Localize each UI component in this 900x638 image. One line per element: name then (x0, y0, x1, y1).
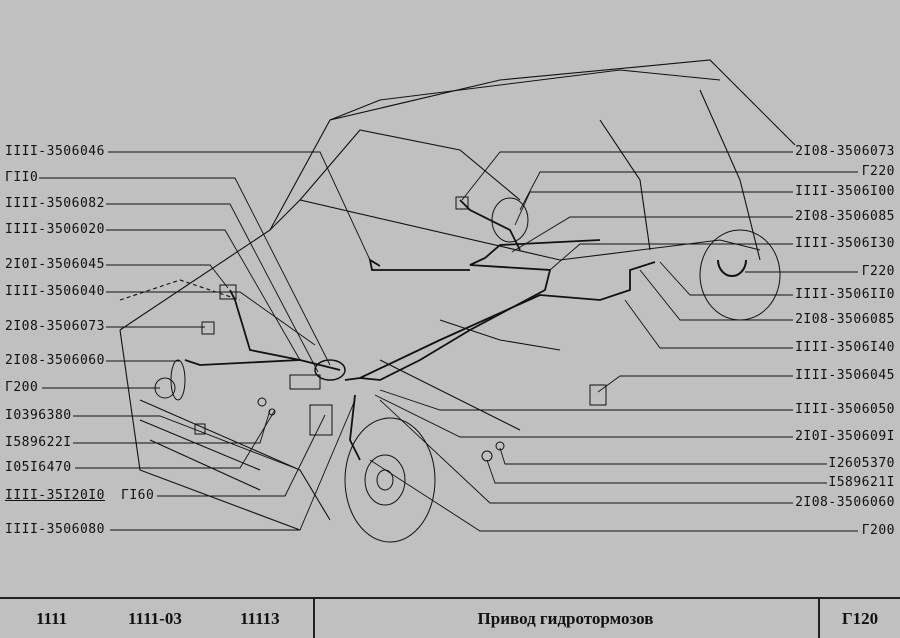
model-code: 1111-03 (128, 609, 182, 628)
model-code: 1111 (36, 609, 68, 628)
page-number: Г120 (841, 609, 879, 628)
part-label: IIII-3506I30 (794, 236, 896, 251)
part-label: Г220 (860, 264, 896, 279)
part-label: 2I08-3506073 (794, 144, 896, 159)
part-label: IIII-3506I40 (794, 340, 896, 355)
part-label: IIII-3506040 (4, 284, 106, 299)
brake-system-diagram (38, 59, 858, 543)
brake-pipes (184, 199, 656, 461)
part-label: IIII-3506020 (4, 222, 106, 237)
part-label: 2I08-3506060 (4, 353, 106, 368)
part-label: Г220 (860, 164, 896, 179)
part-label: IIII-3506II0 (794, 287, 896, 302)
model-code: 11113 (240, 609, 280, 628)
part-label: 2I08-3506085 (794, 209, 896, 224)
car-body-outline (119, 59, 801, 531)
left-front-brake (154, 359, 186, 401)
part-label: IIII-3506080 (4, 522, 106, 537)
part-label: Г200 (860, 523, 896, 538)
part-label: IIII-3506050 (794, 402, 896, 417)
part-label: IIII-3506I00 (794, 184, 896, 199)
leader-lines-right (369, 151, 858, 532)
rear-wheel (699, 229, 781, 321)
front-wheel (344, 417, 436, 543)
title-block: 1111 1111-03 11113 Привод гидротормозов … (0, 597, 900, 638)
leader-lines-left (38, 151, 371, 531)
part-label: 2I08-3506085 (794, 312, 896, 327)
part-label: I0396380 (4, 408, 73, 423)
part-label: 2I0I-350609I (794, 429, 896, 444)
part-label: I589622I (4, 435, 73, 450)
part-label: I2605370 (827, 456, 896, 471)
diagram-title: Привод гидротормозов (477, 609, 654, 628)
part-label: IIII-3506045 (794, 368, 896, 383)
part-label: I05I6470 (4, 460, 73, 475)
divider (313, 599, 315, 638)
divider (818, 599, 820, 638)
part-label: Г200 (4, 380, 40, 395)
part-label: 2I08-3506060 (794, 495, 896, 510)
part-label: ГII0 (4, 170, 40, 185)
master-cylinder (194, 196, 607, 462)
part-label: I589621I (827, 475, 896, 490)
part-label: 2I0I-3506045 (4, 257, 106, 272)
part-label: IIII-3506046 (4, 144, 106, 159)
part-label: IIII-3506082 (4, 196, 106, 211)
part-label-group: IIII-35I20I0 (4, 488, 106, 503)
part-label: 2I08-3506073 (4, 319, 106, 334)
part-label: ГI60 (120, 488, 156, 503)
